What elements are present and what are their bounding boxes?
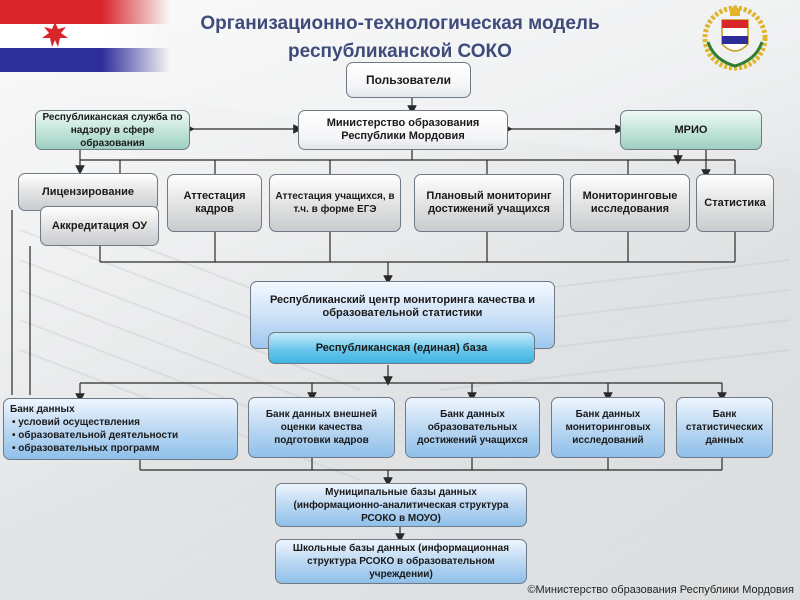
users-box: Пользователи: [346, 62, 471, 98]
licensing-box: Лицензирование: [18, 173, 158, 211]
monitoring-research-box: Мониторинговые исследования: [570, 174, 690, 232]
planned-monitoring-box: Плановый мониторинг достижений учащихся: [414, 174, 564, 232]
title-line-2: республиканской СОКО: [288, 41, 512, 62]
list-item: условий осуществления: [12, 416, 178, 429]
coat-of-arms-icon: [702, 5, 768, 71]
supervision-box: Республиканская служба по надзору в сфер…: [35, 110, 190, 150]
list-item: образовательной деятельности: [12, 429, 178, 442]
flag-emblem-icon: [42, 22, 68, 47]
mordovia-flag-icon: [0, 0, 170, 72]
title-line-1: Организационно-технологическая модель: [200, 13, 600, 34]
list-item: образовательных программ: [12, 442, 178, 455]
school-db-box: Школьные базы данных (информационная стр…: [275, 539, 527, 584]
ministry-box: Министерство образования Республики Морд…: [298, 110, 508, 150]
statistics-box: Статистика: [696, 174, 774, 232]
db-monitoring-box: Банк данных мониторинговых исследований: [551, 397, 665, 458]
db-conditions-box: Банк данных условий осуществления образо…: [3, 398, 238, 460]
db-statistics-box: Банк статистических данных: [676, 397, 773, 458]
unified-base-box: Республиканская (единая) база: [268, 332, 535, 364]
student-attestation-box: Аттестация учащихся, в т.ч. в форме ЕГЭ: [269, 174, 401, 232]
footer-copyright: ©Министерство образования Республики Мор…: [527, 584, 794, 596]
page-title: Организационно-технологическая модель ре…: [160, 10, 640, 66]
mrio-box: МРИО: [620, 110, 762, 150]
db-conditions-list: условий осуществления образовательной де…: [10, 416, 178, 455]
accreditation-box: Аккредитация ОУ: [40, 206, 159, 246]
db-conditions-title: Банк данных: [10, 404, 75, 415]
db-achievements-box: Банк данных образовательных достижений у…: [405, 397, 540, 458]
db-external-box: Банк данных внешней оценки качества подг…: [248, 397, 395, 458]
staff-attestation-box: Аттестация кадров: [167, 174, 262, 232]
municipal-db-box: Муниципальные базы данных (информационно…: [275, 483, 527, 527]
